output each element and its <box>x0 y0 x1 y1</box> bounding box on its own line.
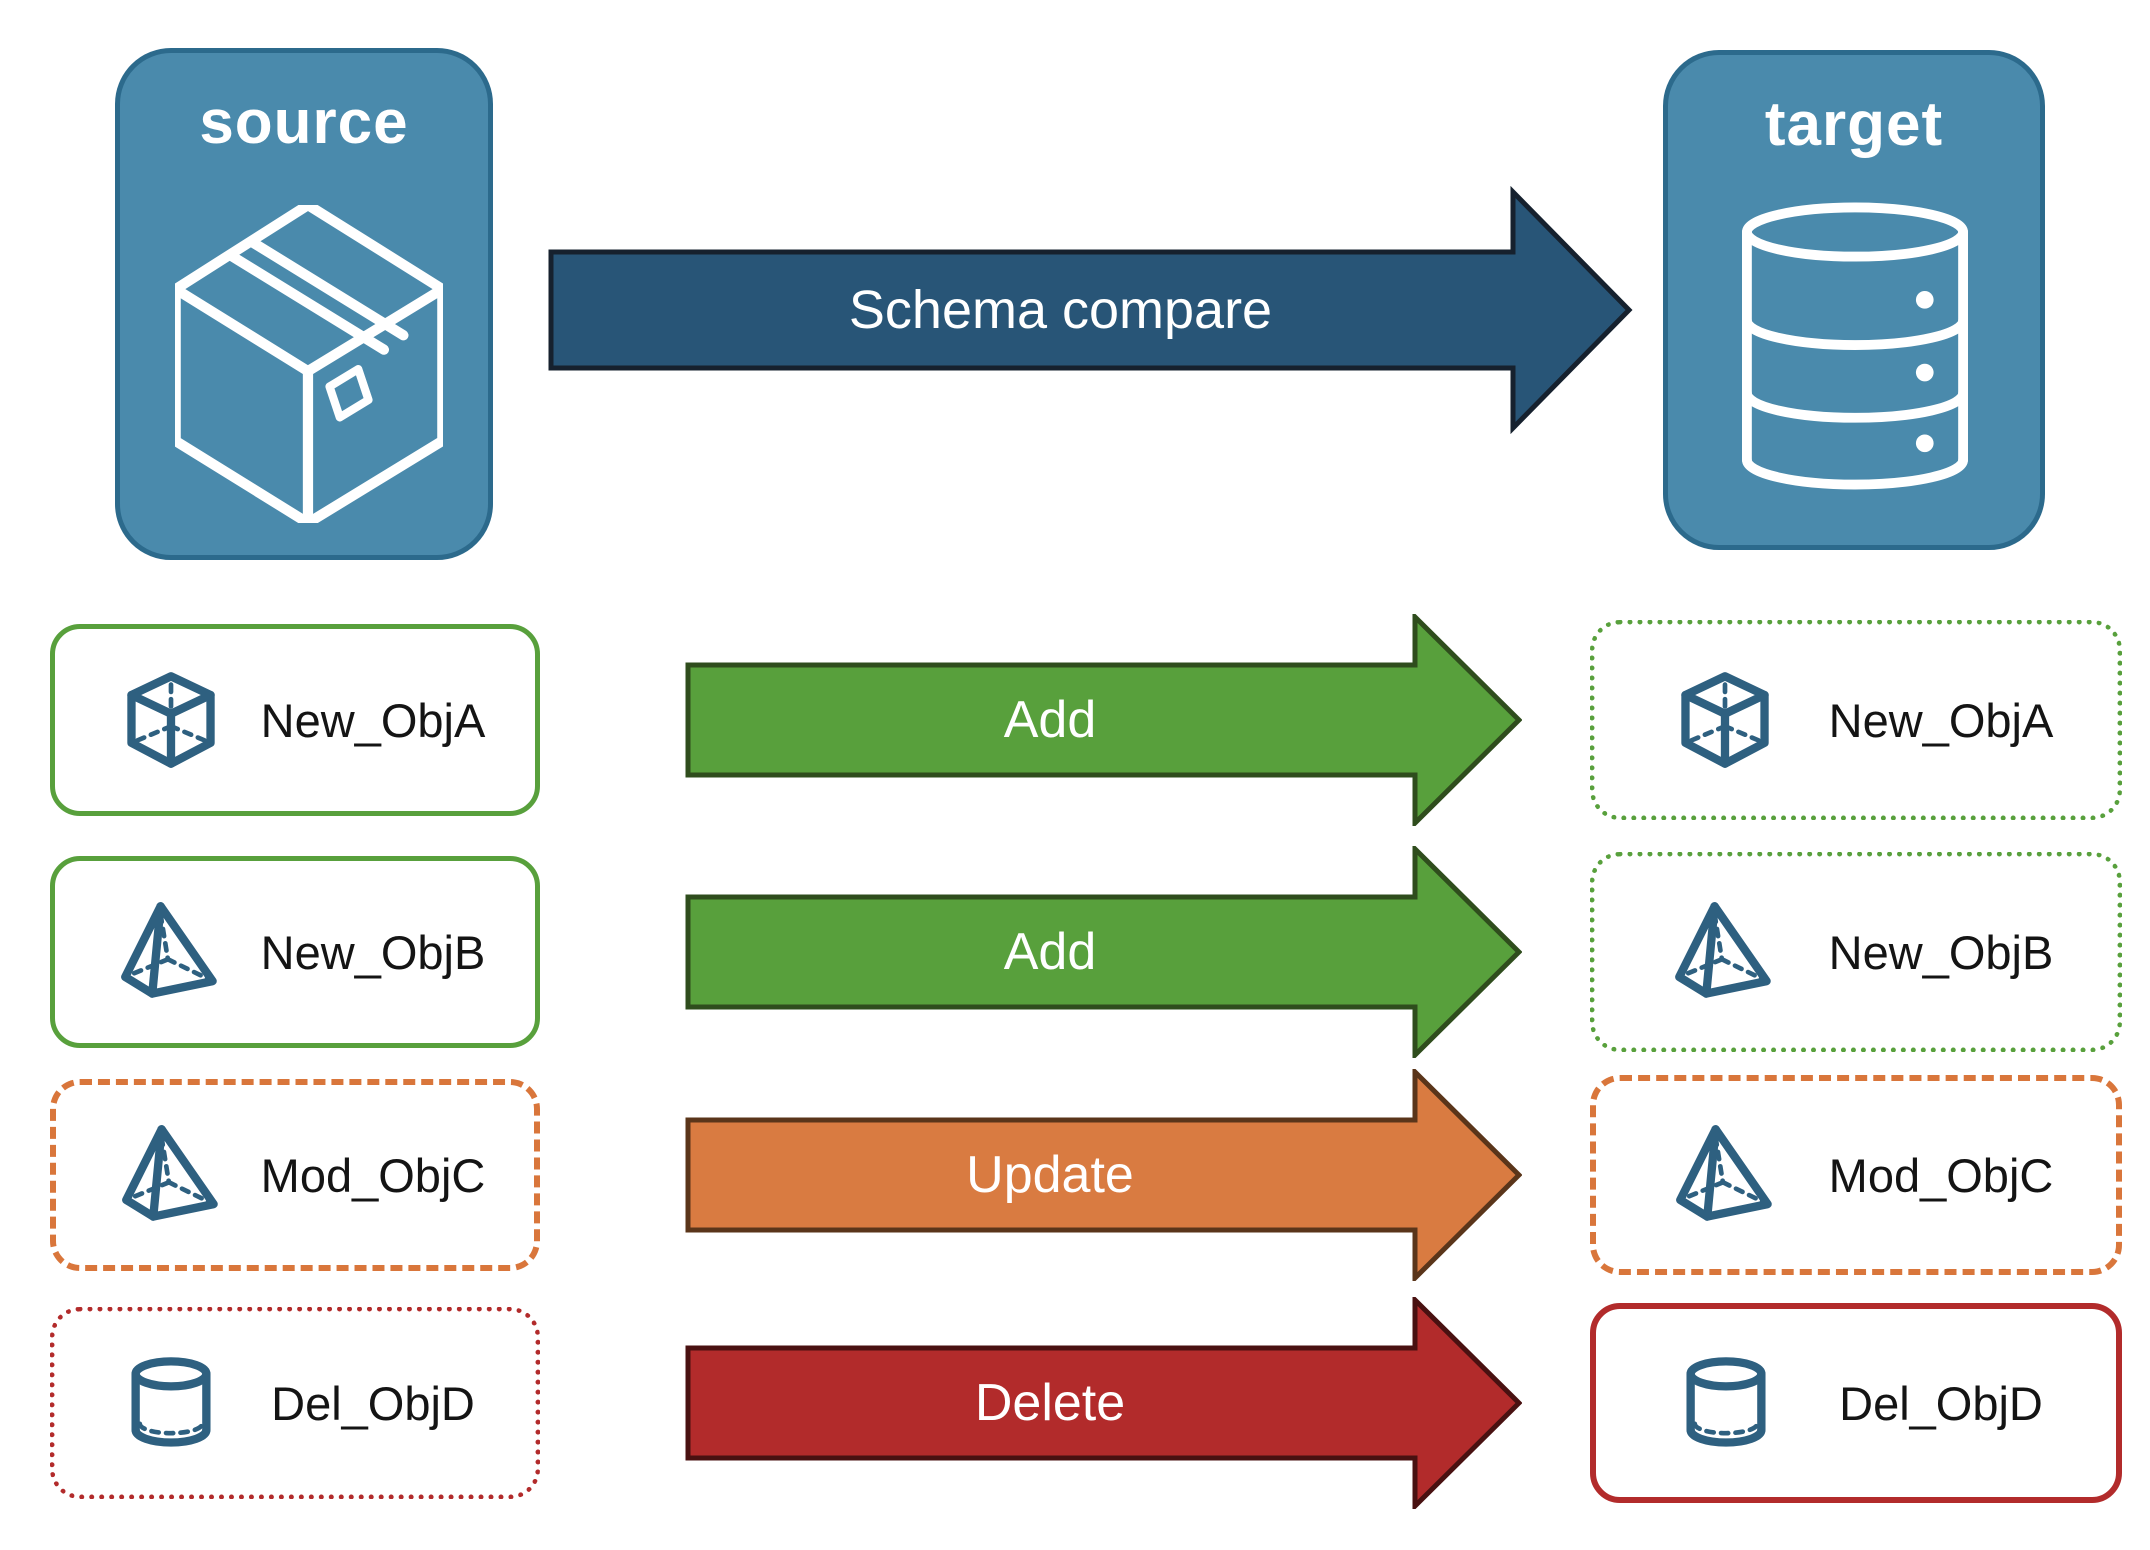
source-node: source <box>115 48 493 560</box>
cube-icon <box>127 672 215 768</box>
delete-arrow: Delete <box>685 1294 1523 1512</box>
source-object-box-new-obja: New_ObjA <box>50 624 540 816</box>
cylinder-icon <box>131 1357 211 1447</box>
object-label: Del_ObjD <box>271 1376 475 1430</box>
pyramid-icon <box>122 1125 218 1221</box>
target-object-box-new-objb: New_ObjB <box>1590 852 2122 1052</box>
schema-compare-arrow-label: Schema compare <box>848 280 1273 340</box>
object-label: New_ObjB <box>1828 925 2054 979</box>
source-node-label: source <box>199 88 409 157</box>
add-arrow-label: Add <box>1003 691 1097 749</box>
source-object-box-del-objd: Del_ObjD <box>50 1307 540 1499</box>
object-label: Mod_ObjC <box>1828 1148 2054 1202</box>
cube-icon <box>1681 672 1769 768</box>
pyramid-icon <box>121 902 217 998</box>
object-label: Mod_ObjC <box>260 1148 486 1202</box>
schema-compare-arrow: Schema compare <box>548 185 1633 435</box>
target-node: target <box>1663 50 2045 550</box>
add-arrow-label: Add <box>1003 923 1097 981</box>
object-label: New_ObjA <box>1828 693 2054 747</box>
database-icon <box>1742 202 1968 490</box>
object-label: New_ObjA <box>260 693 486 747</box>
source-object-box-mod-objc: Mod_ObjC <box>50 1079 540 1271</box>
pyramid-icon <box>1675 902 1771 998</box>
update-arrow-label: Update <box>966 1146 1134 1204</box>
object-label: Del_ObjD <box>1839 1376 2043 1430</box>
pyramid-icon <box>1676 1125 1772 1221</box>
package-icon <box>175 205 443 523</box>
target-object-box-mod-objc: Mod_ObjC <box>1590 1075 2122 1275</box>
add-arrow-row1: Add <box>685 611 1523 829</box>
target-node-label: target <box>1764 90 1944 159</box>
target-object-box-del-objd: Del_ObjD <box>1590 1303 2122 1503</box>
update-arrow: Update <box>685 1066 1523 1284</box>
add-arrow-row2: Add <box>685 843 1523 1061</box>
target-object-box-new-obja: New_ObjA <box>1590 620 2122 820</box>
object-label: New_ObjB <box>260 925 486 979</box>
delete-arrow-label: Delete <box>974 1374 1126 1432</box>
source-object-box-new-objb: New_ObjB <box>50 856 540 1048</box>
cylinder-icon <box>1686 1357 1766 1447</box>
